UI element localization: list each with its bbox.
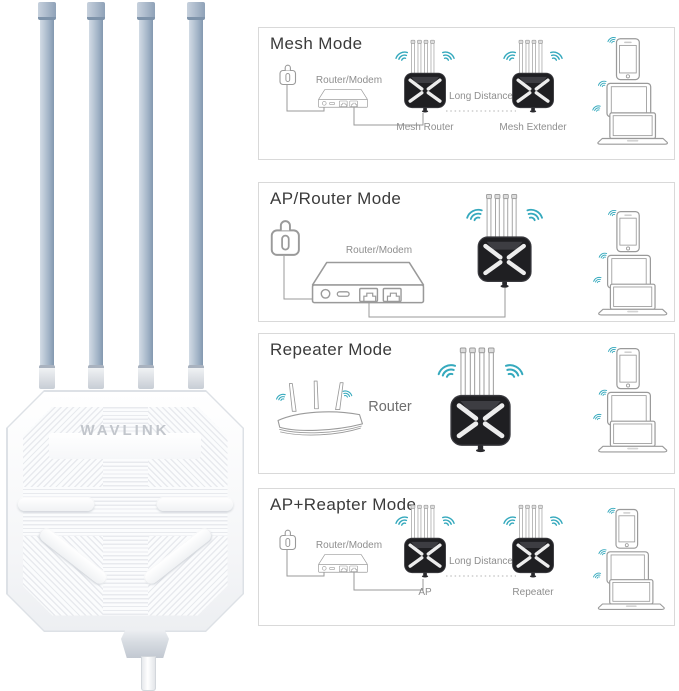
panel-mesh-mode: Mesh Mode Router/Modem Mesh Router Long … <box>258 27 675 160</box>
logo-plate <box>49 433 201 459</box>
client-devices-icon <box>593 507 664 610</box>
client-devices-icon <box>593 36 668 144</box>
router-modem-icon <box>318 554 368 573</box>
long-distance-label: Long Distance <box>449 556 513 567</box>
ethernet-line <box>353 572 424 591</box>
long-distance-label: Long Distance <box>449 91 513 102</box>
mesh-extender-icon <box>504 40 562 112</box>
modem-label: Router/Modem <box>316 75 382 86</box>
antenna-icon <box>87 2 105 389</box>
repeater-unit-icon <box>504 505 562 577</box>
mode-title: AP/Router Mode <box>270 189 402 208</box>
device-body: WAVLINK <box>6 390 244 632</box>
router-modem-icon <box>311 261 425 304</box>
mode-title: Mesh Mode <box>270 34 363 53</box>
antenna-icon <box>137 2 155 389</box>
ethernet-line <box>368 287 506 318</box>
panel-ap-repeater-mode: AP+Reapter Mode Router/Modem AP Long Dis… <box>258 488 675 626</box>
mesh-extender-label: Mesh Extender <box>499 122 567 133</box>
device-faceplate: WAVLINK <box>7 391 243 631</box>
antenna-icon <box>187 2 205 389</box>
groove-right <box>156 497 233 511</box>
mesh-router-icon <box>396 40 454 112</box>
power-line <box>286 85 325 112</box>
ap-label: AP <box>418 587 432 598</box>
power-line <box>286 550 325 577</box>
modem-label: Router/Modem <box>316 540 382 551</box>
mesh-router-label: Mesh Router <box>396 122 454 133</box>
power-cable <box>141 656 156 691</box>
router-label: Router <box>368 399 412 415</box>
ethernet-line <box>353 107 424 126</box>
panel-repeater-mode: Repeater Mode Router <box>258 333 675 474</box>
ap-unit-icon <box>396 505 454 577</box>
mode-title: AP+Reapter Mode <box>270 495 417 514</box>
home-router-icon <box>277 381 363 435</box>
power-plug-icon <box>279 529 297 551</box>
client-devices-icon <box>594 209 667 315</box>
access-point-icon <box>467 194 542 287</box>
power-plug-icon <box>279 64 297 86</box>
repeater-label: Repeater <box>512 587 554 598</box>
modem-label: Router/Modem <box>346 245 412 256</box>
router-modem-icon <box>318 89 368 108</box>
cable-gland <box>121 629 169 658</box>
client-devices-icon <box>594 346 667 452</box>
groove-left <box>17 497 94 511</box>
power-plug-icon <box>270 220 300 256</box>
mode-title: Repeater Mode <box>270 340 393 359</box>
antenna-icon <box>38 2 56 389</box>
repeater-unit-icon <box>439 348 523 452</box>
brand-logo: WAVLINK <box>80 421 170 439</box>
panel-ap-router-mode: AP/Router Mode Router/Modem <box>258 182 675 322</box>
